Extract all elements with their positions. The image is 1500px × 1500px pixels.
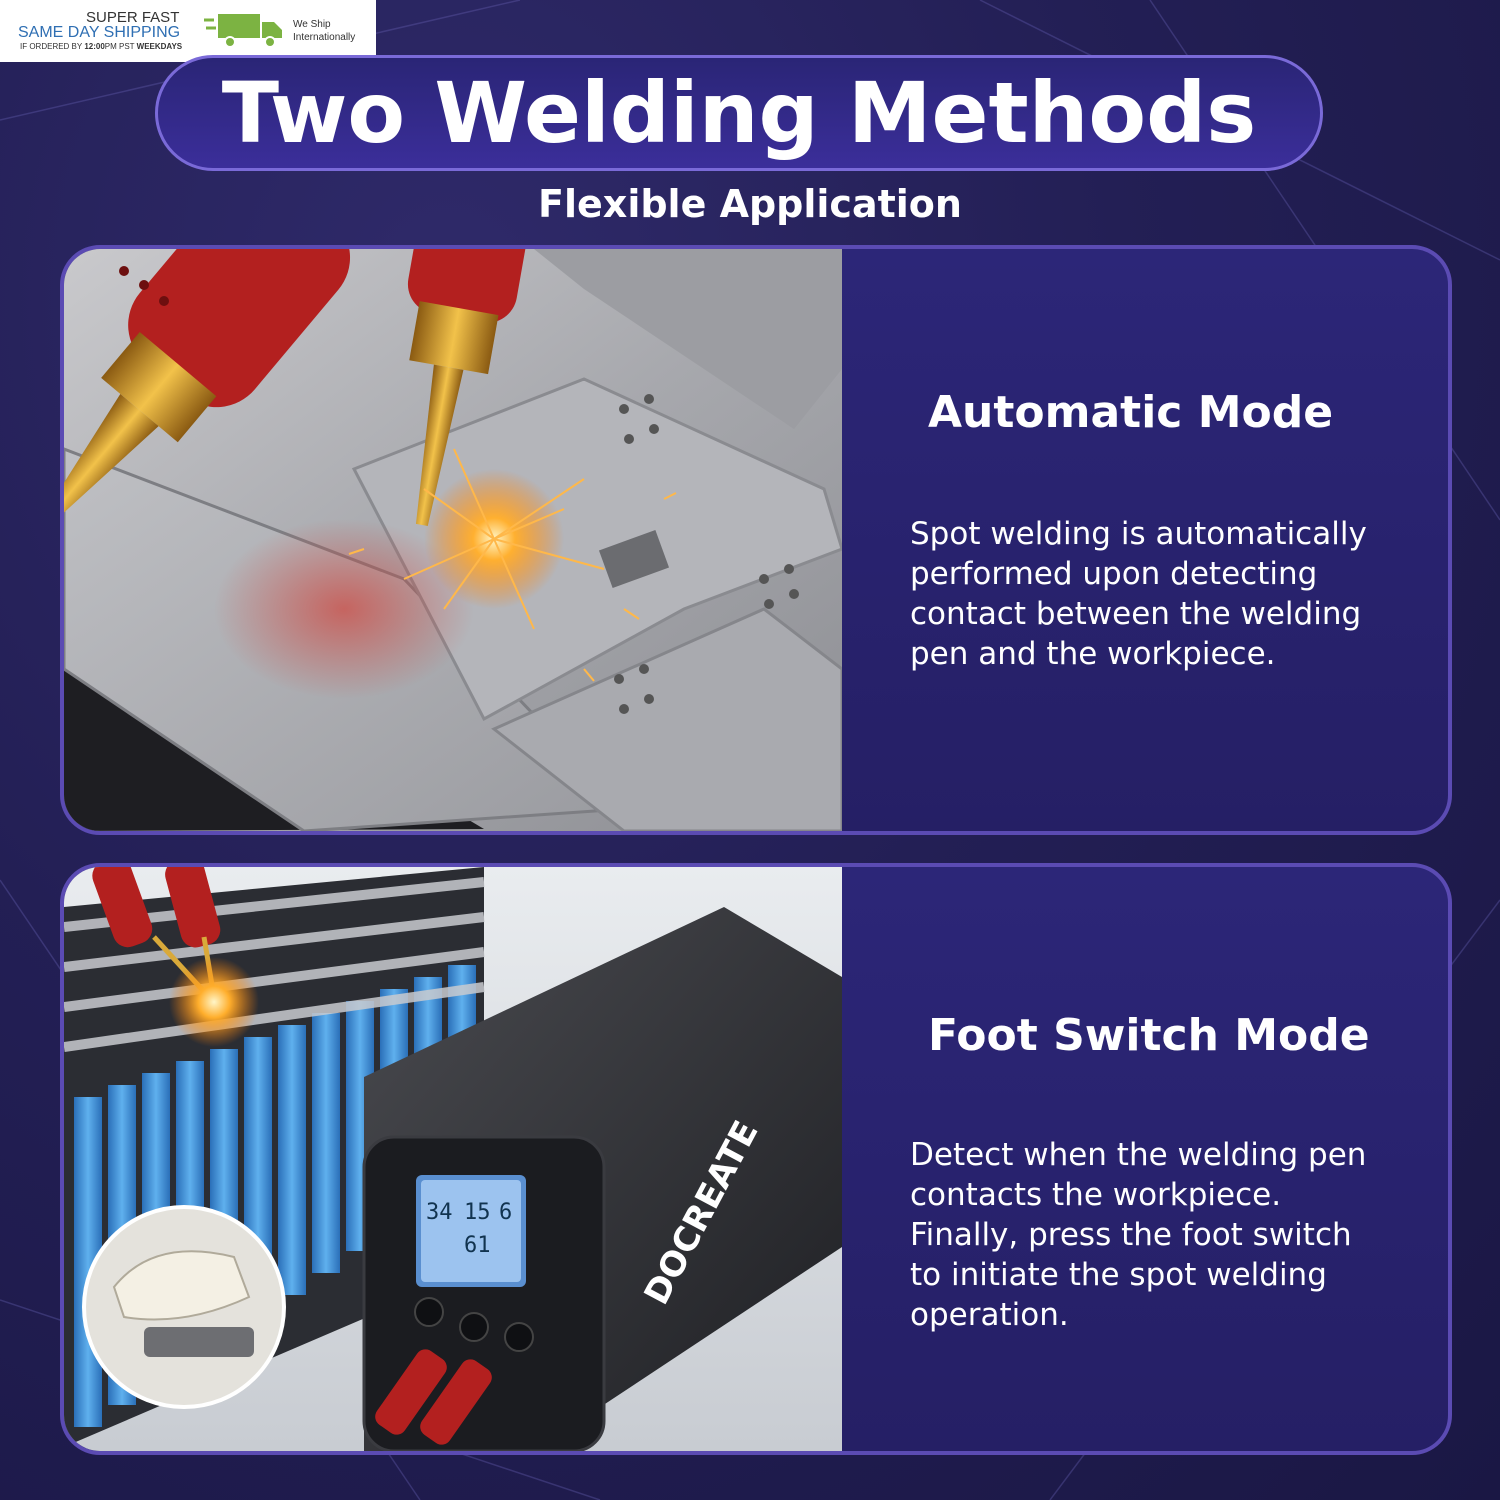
delivery-truck-icon [204, 14, 282, 48]
automatic-mode-line-2: performed upon detecting [910, 556, 1318, 592]
screen-value-4: 61 [464, 1233, 491, 1258]
automatic-mode-card: Automatic Mode Spot welding is automatic… [60, 245, 1452, 835]
banner-order-cutoff: IF ORDERED BY 12:00PM PST WEEKDAYS [20, 42, 183, 51]
screen-value-3: 6 [499, 1200, 512, 1225]
foot-switch-mode-line-5: operation. [910, 1297, 1069, 1333]
welding-pen-sparks-photo [64, 249, 842, 831]
banner-same-day: SAME DAY SHIPPING [18, 24, 181, 41]
screen-value-1: 34 [426, 1200, 453, 1225]
foot-switch-mode-text: Foot Switch Mode Detect when the welding… [910, 1010, 1408, 1335]
foot-switch-mode-card: 34 15 6 61 DOCREATE Foot Switch Mode Det… [60, 863, 1452, 1455]
shipping-banner: SUPER FAST SAME DAY SHIPPING IF ORDERED … [0, 0, 376, 62]
spot-welder-device-photo: 34 15 6 61 DOCREATE [64, 867, 842, 1451]
page-title: Two Welding Methods [221, 64, 1257, 162]
automatic-mode-text: Automatic Mode Spot welding is automatic… [910, 387, 1408, 674]
foot-switch-mode-line-1: Detect when the welding pen [910, 1137, 1367, 1173]
banner-super-fast: SUPER FAST [86, 9, 180, 26]
foot-switch-mode-line-2: contacts the workpiece. [910, 1177, 1282, 1213]
page-subtitle: Flexible Application [538, 182, 962, 226]
automatic-mode-title: Automatic Mode [928, 387, 1334, 438]
title-pill: Two Welding Methods [155, 55, 1323, 171]
automatic-mode-line-4: pen and the workpiece. [910, 636, 1276, 672]
automatic-mode-line-1: Spot welding is automatically [910, 516, 1367, 552]
screen-value-2: 15 [464, 1200, 491, 1225]
foot-switch-mode-line-4: to initiate the spot welding [910, 1257, 1327, 1293]
foot-switch-mode-title: Foot Switch Mode [928, 1010, 1370, 1061]
foot-switch-mode-line-3: Finally, press the foot switch [910, 1217, 1352, 1253]
automatic-mode-line-3: contact between the welding [910, 596, 1362, 632]
